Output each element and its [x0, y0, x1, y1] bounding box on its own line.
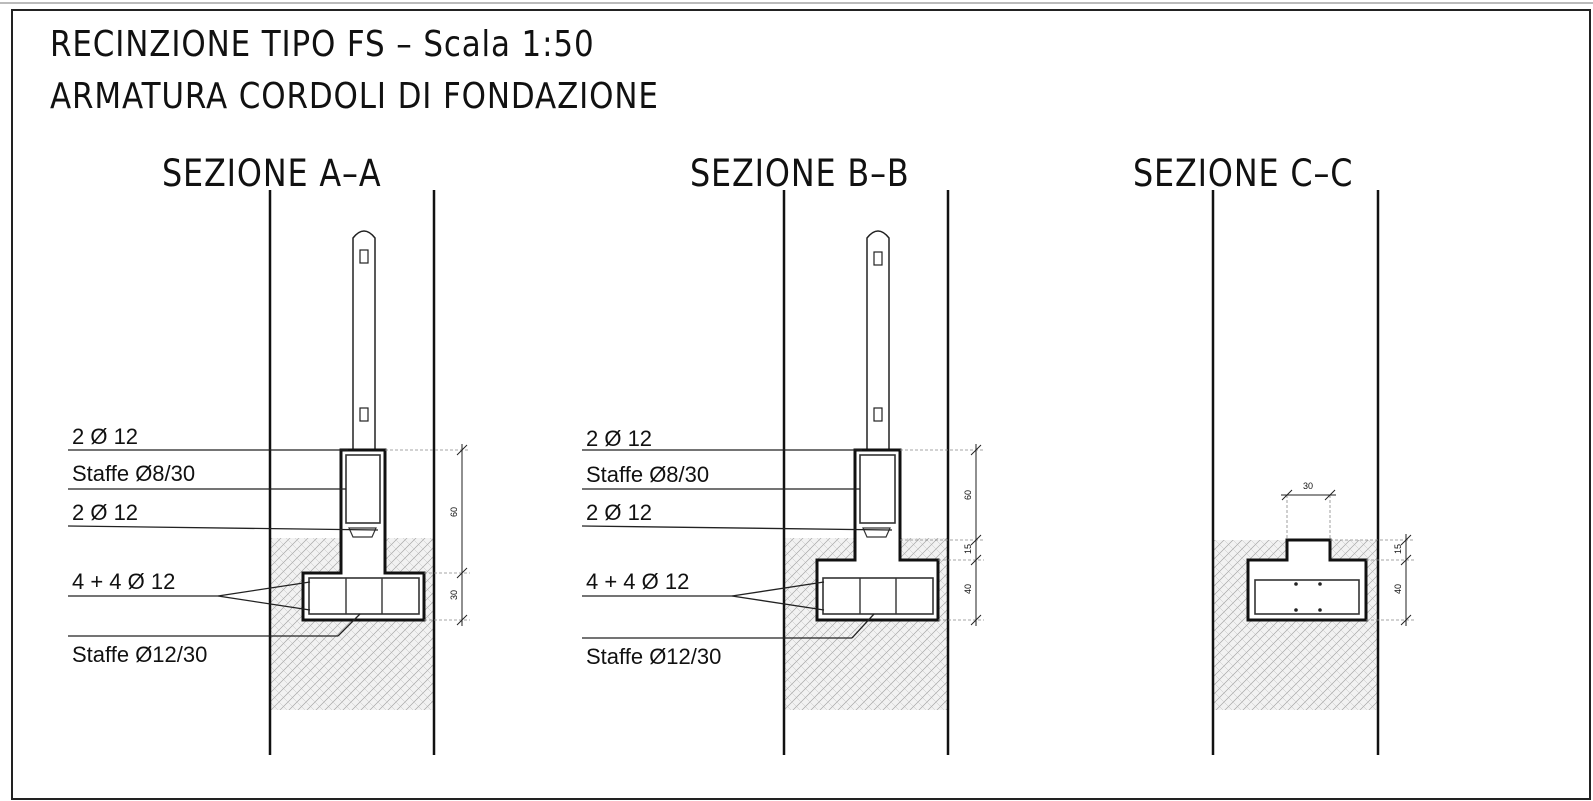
dim-c-30: 30 — [1303, 481, 1314, 491]
label-a-bottom-bars: 4 + 4 Ø 12 — [72, 569, 176, 594]
drawing-title-line-2: ARMATURA CORDOLI DI FONDAZIONE — [50, 76, 659, 117]
section-c-c-title: SEZIONE C–C — [1133, 152, 1354, 195]
dim-a-60: 60 — [449, 506, 460, 518]
label-b-stirrups-upper: Staffe Ø8/30 — [586, 462, 710, 487]
label-b-stirrups-lower: Staffe Ø12/30 — [586, 644, 722, 669]
section-a-a-drawing — [67, 190, 470, 755]
foundation-curb-a — [301, 448, 426, 622]
dim-b-15: 15 — [963, 543, 974, 555]
label-a-stirrups-lower: Staffe Ø12/30 — [72, 642, 208, 667]
dim-c-15: 15 — [1393, 543, 1404, 555]
label-b-bottom-bars: 4 + 4 Ø 12 — [586, 569, 690, 594]
section-c-c-drawing — [1211, 190, 1414, 755]
label-a-top-bars: 2 Ø 12 — [72, 424, 139, 449]
section-b-b-title: SEZIONE B–B — [690, 152, 910, 195]
dim-b-40: 40 — [963, 583, 974, 595]
label-b-mid-bars: 2 Ø 12 — [586, 500, 653, 525]
sheet-frame — [11, 9, 1591, 800]
label-a-mid-bars: 2 Ø 12 — [72, 500, 139, 525]
dim-b-60: 60 — [963, 489, 974, 501]
label-b-top-bars: 2 Ø 12 — [586, 426, 653, 451]
dim-a-30: 30 — [449, 589, 460, 601]
foundation-curb-b — [815, 448, 940, 622]
drawing-title-line-1: RECINZIONE TIPO FS – Scala 1:50 — [50, 24, 595, 65]
section-a-a-title: SEZIONE A–A — [162, 152, 382, 195]
fence-post-a — [352, 230, 376, 452]
label-a-stirrups-upper: Staffe Ø8/30 — [72, 461, 196, 486]
section-b-b-drawing — [581, 190, 984, 755]
dim-c-40: 40 — [1393, 583, 1404, 595]
fence-post-b — [866, 230, 890, 452]
